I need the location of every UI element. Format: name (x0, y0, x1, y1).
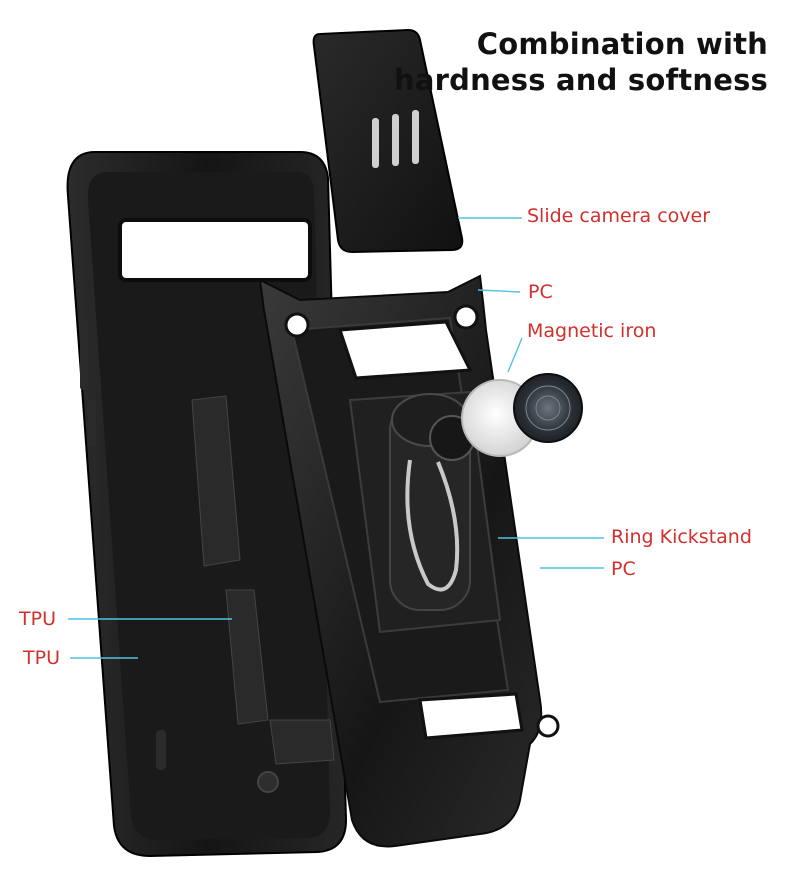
callout-ring-kickstand: Ring Kickstand (611, 526, 752, 548)
frame-hole-icon (284, 312, 310, 338)
metal-ring-icon (513, 373, 583, 443)
leader-line-pc-top (477, 289, 521, 293)
leader-lines (68, 217, 604, 659)
corner-screw-icon (257, 771, 279, 793)
magnetic-iron (461, 373, 583, 457)
callout-pc-top: PC (528, 281, 553, 303)
headline: Combination with hardness and softness (394, 26, 768, 98)
slider-grip-icon (392, 114, 399, 166)
callout-magnetic-iron: Magnetic iron (527, 320, 657, 342)
callout-tpu-2: TPU (23, 647, 60, 669)
slider-grip-icon (372, 118, 379, 168)
ring-kickstand (389, 393, 475, 611)
frame-hole-icon (453, 304, 479, 330)
camera-cutout (118, 218, 312, 282)
slide-camera-cover (312, 28, 464, 254)
tpu-grip-rail (191, 395, 335, 765)
leader-line-magnetic-iron (507, 337, 523, 373)
frame-hole-icon (536, 714, 560, 738)
frame-cutout-top (337, 320, 473, 380)
slider-grip-icon (412, 110, 419, 164)
callout-tpu-1: TPU (19, 608, 56, 630)
side-button-icon (156, 730, 166, 770)
headline-line-2: hardness and softness (394, 63, 768, 97)
callout-slide-camera-cover: Slide camera cover (527, 205, 711, 227)
callout-pc-bottom: PC (611, 558, 636, 580)
side-button-icon (80, 320, 88, 390)
side-button-icon (88, 400, 96, 446)
frame-cutout-bottom (418, 692, 524, 740)
headline-line-1: Combination with (476, 27, 768, 61)
